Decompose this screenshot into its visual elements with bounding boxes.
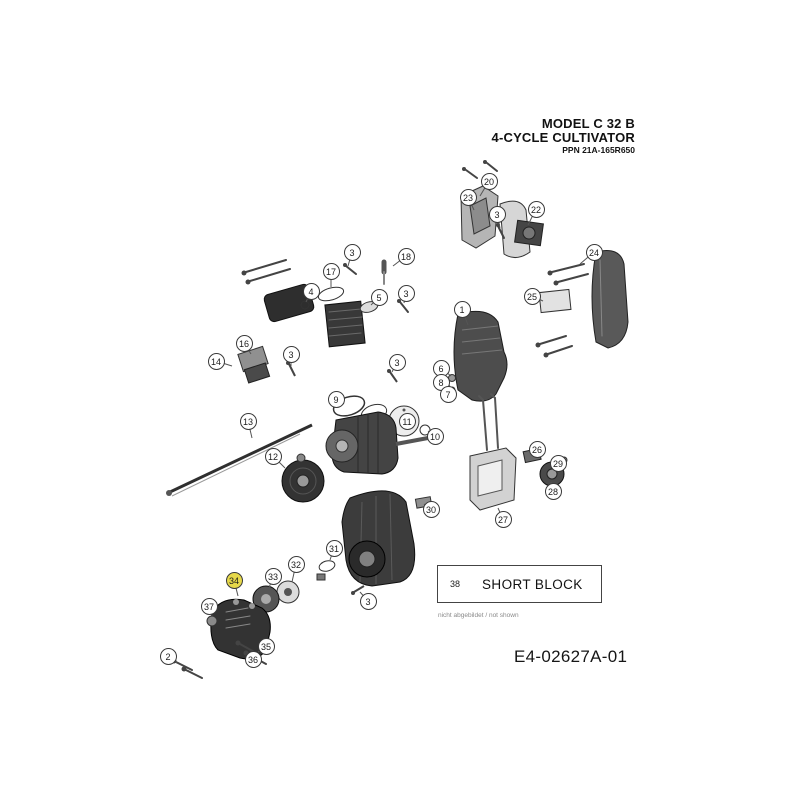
callout-31[interactable]: 31 <box>325 539 343 557</box>
callout-34[interactable]: 34 <box>225 571 243 589</box>
short-block-number: 38 <box>450 579 461 589</box>
callout-3[interactable]: 3 <box>388 353 406 371</box>
callout-36[interactable]: 36 <box>244 650 262 668</box>
title-block: MODEL C 32 B 4-CYCLE CULTIVATOR PPN 21A-… <box>492 117 635 156</box>
callout-27[interactable]: 27 <box>494 510 512 528</box>
callout-33[interactable]: 33 <box>264 567 282 585</box>
callout-3[interactable]: 3 <box>359 592 377 610</box>
callout-5[interactable]: 5 <box>370 288 388 306</box>
model-title: MODEL C 32 B <box>541 116 635 131</box>
callout-32[interactable]: 32 <box>287 555 305 573</box>
callout-20[interactable]: 20 <box>480 172 498 190</box>
callout-17[interactable]: 17 <box>322 262 340 280</box>
part-clutch-group <box>252 580 300 613</box>
callout-3[interactable]: 3 <box>282 345 300 363</box>
callout-13[interactable]: 13 <box>239 412 257 430</box>
part-drive-shaft <box>166 423 313 497</box>
short-block-box: 38 SHORT BLOCK <box>437 565 602 603</box>
callout-1[interactable]: 1 <box>453 300 471 318</box>
callout-11[interactable]: 11 <box>398 412 416 430</box>
drawing-number: E4-02627A-01 <box>514 647 628 666</box>
part-cylinder-cluster <box>241 259 409 348</box>
callout-18[interactable]: 18 <box>397 247 415 265</box>
callout-29[interactable]: 29 <box>549 454 567 472</box>
callout-37[interactable]: 37 <box>200 597 218 615</box>
callout-7[interactable]: 7 <box>439 385 457 403</box>
callout-23[interactable]: 23 <box>459 188 477 206</box>
callout-3[interactable]: 3 <box>343 243 361 261</box>
ppn-number: PPN 21A-165R650 <box>562 145 635 155</box>
part-tank-bracket-group <box>460 160 544 258</box>
callout-30[interactable]: 30 <box>422 500 440 518</box>
callout-14[interactable]: 14 <box>207 352 225 370</box>
part-side-cover-group <box>535 250 629 358</box>
callout-12[interactable]: 12 <box>264 447 282 465</box>
model-subtitle: 4-CYCLE CULTIVATOR <box>491 130 635 145</box>
callout-3[interactable]: 3 <box>488 205 506 223</box>
callout-10[interactable]: 10 <box>426 427 444 445</box>
callout-28[interactable]: 28 <box>544 482 562 500</box>
callout-22[interactable]: 22 <box>527 200 545 218</box>
part-lower-shroud <box>316 490 416 595</box>
part-flywheel <box>281 453 325 503</box>
callout-24[interactable]: 24 <box>585 243 603 261</box>
callout-25[interactable]: 25 <box>523 287 541 305</box>
not-shown-note: nicht abgebildet / not shown <box>438 612 519 619</box>
callout-16[interactable]: 16 <box>235 334 253 352</box>
callout-4[interactable]: 4 <box>302 282 320 300</box>
callout-35[interactable]: 35 <box>257 637 275 655</box>
callout-26[interactable]: 26 <box>528 440 546 458</box>
callout-2[interactable]: 2 <box>159 647 177 665</box>
callout-9[interactable]: 9 <box>327 390 345 408</box>
callout-3[interactable]: 3 <box>397 284 415 302</box>
short-block-label: SHORT BLOCK <box>482 576 583 592</box>
part-crankcase <box>325 411 437 475</box>
